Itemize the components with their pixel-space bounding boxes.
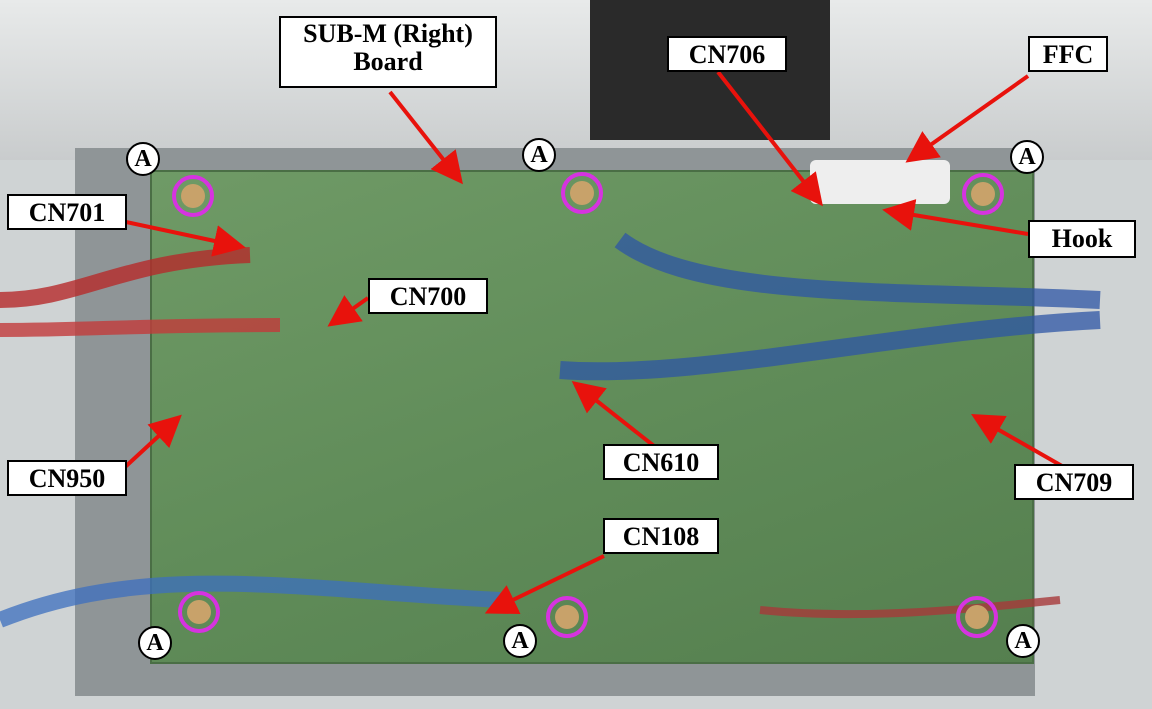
screw-ring (561, 172, 603, 214)
screw-marker-a: A (503, 624, 537, 658)
label-cn610: CN610 (603, 444, 719, 480)
label-cn108: CN108 (603, 518, 719, 554)
wire-bundle-left-2 (0, 318, 281, 337)
arrow-hook (882, 199, 1029, 236)
screw-ring (962, 173, 1004, 215)
arrow-cn706 (716, 70, 823, 207)
screw-marker-a: A (522, 138, 556, 172)
ffc-cable (810, 160, 950, 204)
label-sub-m-board: SUB-M (Right) Board (279, 16, 497, 88)
wire-bundle-bottom (0, 575, 501, 628)
arrow-ffc (905, 74, 1030, 163)
label-cn950: CN950 (7, 460, 127, 496)
label-cn709: CN709 (1014, 464, 1134, 500)
screw-ring (172, 175, 214, 217)
arrow-cn709 (971, 414, 1063, 468)
screw-marker-a: A (1006, 624, 1040, 658)
wire-bundle-blue-2 (559, 311, 1101, 381)
background-frame (0, 0, 1152, 160)
label-sub-m-line2: Board (353, 47, 423, 76)
arrow-cn700 (327, 295, 370, 327)
screw-ring (956, 596, 998, 638)
label-hook: Hook (1028, 220, 1136, 258)
screw-marker-a: A (126, 142, 160, 176)
screw-ring (546, 596, 588, 638)
screw-marker-a: A (1010, 140, 1044, 174)
wire-bundle-left (0, 247, 251, 308)
label-cn701: CN701 (7, 194, 127, 230)
arrow-cn701 (125, 220, 246, 257)
arrow-sub-m (388, 90, 463, 185)
label-cn700: CN700 (368, 278, 488, 314)
label-ffc: FFC (1028, 36, 1108, 72)
wire-bundle-blue-1 (614, 232, 1101, 309)
arrow-cn108 (484, 554, 605, 614)
label-sub-m-line1: SUB-M (Right) (303, 19, 473, 48)
screw-marker-a: A (138, 626, 172, 660)
wire-bundle-bottom-right (759, 596, 1061, 619)
arrow-cn950 (122, 414, 182, 470)
screw-ring (178, 591, 220, 633)
label-cn706: CN706 (667, 36, 787, 72)
arrow-cn610 (571, 381, 656, 448)
